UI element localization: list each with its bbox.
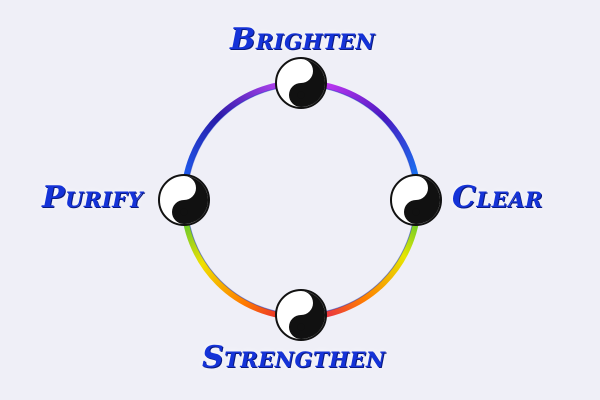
yin-yang-icon [390,174,442,226]
label-purify: Purify [42,180,144,215]
color-ring [181,80,421,320]
label-clear: Clear [452,180,543,215]
yin-yang-icon [158,174,210,226]
label-brighten: Brighten [230,22,376,57]
yin-yang-icon [275,289,327,341]
ring-inner-line [186,85,416,315]
yin-yang-icon [275,57,327,109]
label-strengthen: Strengthen [202,340,386,375]
